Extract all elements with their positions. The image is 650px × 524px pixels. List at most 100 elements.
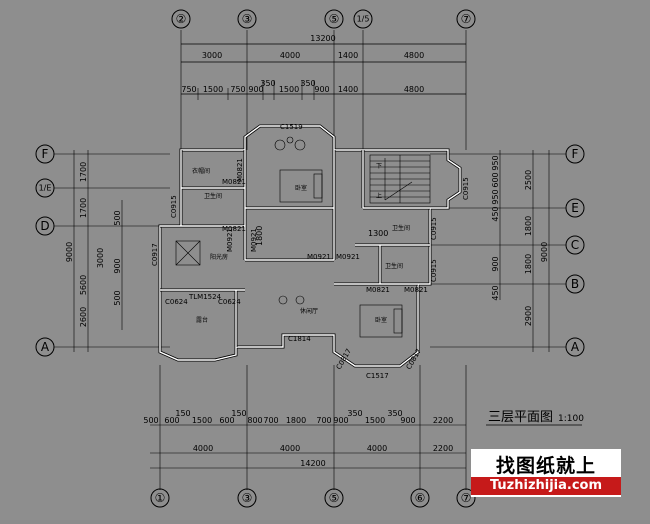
dim-bot-r2-2: 4000 — [367, 444, 387, 453]
win-c0915-left: C0915 — [170, 195, 178, 218]
building: 下 上 — [158, 124, 462, 368]
door-m0821-b: M0821 — [236, 158, 244, 182]
dim-left-total: 9000 — [65, 242, 74, 262]
axis-top-4: 1/5 — [357, 15, 370, 24]
axis-left-D: D — [40, 219, 49, 233]
dim-bot-12: 1500 — [365, 416, 385, 425]
watermark-cn: 找图纸就上 — [495, 455, 596, 477]
dim-bot-r2-0: 4000 — [193, 444, 213, 453]
dim-top-r2-8: 1400 — [338, 85, 358, 94]
right-axis-markers: F E C B A 9000 2500 1800 1800 2900 950 6… — [430, 144, 585, 357]
dim-bot-5: 150 — [231, 409, 246, 418]
axis-right-C: C — [571, 238, 579, 252]
door-m0821-a: M0821 — [222, 178, 246, 186]
dim-right-total: 9000 — [540, 242, 549, 262]
room-bedroom-1: 卧室 — [295, 184, 307, 192]
room-labels: 卧室 卧室 卫生间 卫生间 卫生间 衣帽间 阳光房 露台 休闲厅 — [192, 167, 410, 324]
door-m0921-b: M0921 — [307, 253, 331, 261]
axis-left-1E: 1/E — [39, 184, 52, 193]
dim-top-r1-2: 1400 — [338, 51, 358, 60]
win-c0624-b: C0624 — [218, 298, 241, 306]
dim-top-r2-2: 750 — [230, 85, 245, 94]
axis-top-5: ⑦ — [461, 12, 472, 26]
bottom-axis-markers: ① ③ ⑤ ⑥ ⑦ — [150, 488, 476, 508]
dim-top-r1-0: 3000 — [202, 51, 222, 60]
room-bathroom-2: 卫生间 — [392, 224, 410, 232]
drawing-title-block: 三层平面图 1:100 — [486, 410, 584, 426]
dim-bot-0: 500 — [143, 416, 158, 425]
axis-left-A: A — [41, 340, 50, 354]
room-bathroom-3: 卫生间 — [385, 262, 403, 270]
dim-top-r2-5: 1500 — [279, 85, 299, 94]
door-m0821-d: M0821 — [404, 286, 428, 294]
axis-right-F: F — [572, 147, 579, 161]
dim-bot-3: 1500 — [192, 416, 212, 425]
dim-bot-9: 700 — [316, 416, 331, 425]
dim-top-r1-1: 4000 — [280, 51, 300, 60]
win-c1519: C1519 — [280, 123, 303, 131]
dim-top-r2-1: 1500 — [203, 85, 223, 94]
dim-left-i1: 3000 — [96, 248, 105, 268]
axis-bot-5: ⑦ — [461, 491, 472, 505]
bottom-dimensions: 500 600 150 1500 600 150 800 700 1800 70… — [143, 365, 467, 490]
dim-bot-r2-3: 2200 — [433, 444, 453, 453]
axis-bot-2: ③ — [242, 491, 253, 505]
room-terrace: 露台 — [196, 316, 208, 324]
dim-bot-r2-1: 4000 — [280, 444, 300, 453]
dim-top-r2-3: 900 — [248, 85, 263, 94]
dim-bot-10: 900 — [333, 416, 348, 425]
dim-right-i4: 900 — [491, 256, 500, 271]
dim-top-r2-6: 350 — [300, 79, 315, 88]
room-lounge: 休闲厅 — [300, 307, 318, 315]
win-c0817-a: C0817 — [335, 347, 353, 371]
dim-bot-14: 900 — [400, 416, 415, 425]
axis-right-E: E — [571, 201, 579, 215]
dim-bot-1: 600 — [164, 416, 179, 425]
table-sunroom — [175, 240, 201, 266]
axis-bot-1: ① — [155, 491, 166, 505]
drawing-title: 三层平面图 — [488, 410, 553, 425]
dim-bot-total: 14200 — [300, 459, 325, 468]
win-c1814: C1814 — [288, 335, 311, 343]
dim-right-o1: 1800 — [524, 216, 533, 236]
win-c0915-r2: C0915 — [430, 259, 438, 282]
dim-bot-11: 350 — [347, 409, 362, 418]
dim-right-i0: 950 — [491, 155, 500, 170]
axis-top-2: ③ — [242, 12, 253, 26]
staircase — [369, 154, 431, 204]
dim-bot-15: 2200 — [433, 416, 453, 425]
dim-right-i2: 950 — [491, 189, 500, 204]
dim-bot-8: 1800 — [286, 416, 306, 425]
axis-top-1: ② — [176, 12, 187, 26]
watermark-en: Tuzhizhijia.com — [471, 477, 621, 495]
axis-right-B: B — [571, 277, 579, 291]
dim-right-o2: 1800 — [524, 254, 533, 274]
dim-left-o1: 1700 — [79, 198, 88, 218]
watermark-logo: 找图纸就上 Tuzhizhijia.com — [471, 449, 621, 497]
dim-right-o0: 2500 — [524, 170, 533, 190]
drawing-scale: 1:100 — [558, 414, 584, 424]
axis-bot-3: ⑤ — [329, 491, 340, 505]
room-closet: 衣帽间 — [192, 167, 210, 175]
dim-left-i2: 900 — [113, 258, 122, 273]
bed-lower — [359, 304, 403, 338]
win-c0915-r3: C0915 — [462, 177, 470, 200]
dim-right-i1: 600 — [491, 172, 500, 187]
dim-top-r2-7: 900 — [314, 85, 329, 94]
door-m0921-d: M0921 — [226, 228, 234, 252]
dim-left-o2: 5600 — [79, 275, 88, 295]
lounge-chairs — [274, 136, 306, 305]
door-m0921-a: M0921 — [250, 228, 258, 252]
dim-left-i3: 500 — [113, 290, 122, 305]
dim-right-o3: 2900 — [524, 306, 533, 326]
bed-upper — [279, 169, 323, 203]
room-bedroom-2: 卧室 — [375, 316, 387, 324]
top-dimensions: 13200 3000 4000 1400 4800 750 1500 750 9… — [180, 30, 467, 150]
win-c0917-left: C0917 — [151, 243, 159, 266]
dim-left-o0: 1700 — [79, 162, 88, 182]
axis-top-3: ⑤ — [329, 12, 340, 26]
dim-bot-2: 150 — [175, 409, 190, 418]
axis-left-F: F — [42, 147, 49, 161]
room-sunroom: 阳光房 — [210, 253, 228, 261]
